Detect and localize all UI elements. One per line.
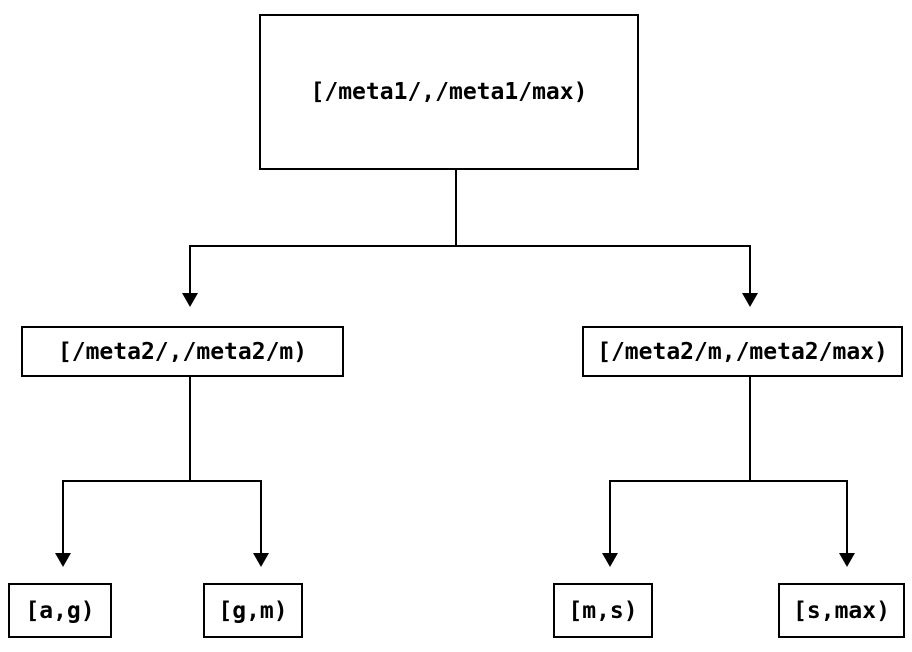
edge-left-left-arrowhead bbox=[55, 553, 71, 567]
edge-root-right-arm bbox=[749, 245, 751, 294]
edge-left-right-arrowhead bbox=[253, 553, 269, 567]
node-leaf-ms: [m,s) bbox=[553, 583, 653, 638]
node-root-range: [/meta1/,/meta1/max) bbox=[259, 14, 639, 170]
edge-left-right-arm bbox=[260, 480, 262, 553]
edge-right-right-arrowhead bbox=[839, 553, 855, 567]
node-left-range: [/meta2/,/meta2/m) bbox=[21, 326, 344, 377]
edge-right-stem bbox=[749, 377, 751, 482]
edge-right-right-arm bbox=[846, 480, 848, 553]
edge-root-left-arm bbox=[189, 245, 191, 294]
node-leaf-gm: [g,m) bbox=[203, 583, 303, 638]
edge-right-bar bbox=[609, 480, 848, 482]
edge-left-bar bbox=[62, 480, 262, 482]
edge-root-right-arrowhead bbox=[742, 293, 758, 307]
node-leaf-ag: [a,g) bbox=[8, 583, 112, 638]
edge-root-stem bbox=[455, 170, 457, 247]
node-right-range: [/meta2/m,/meta2/max) bbox=[582, 326, 903, 377]
edge-root-bar bbox=[189, 245, 751, 247]
edge-left-stem bbox=[189, 377, 191, 482]
node-leaf-smax: [s,max) bbox=[778, 583, 905, 638]
edge-right-left-arrowhead bbox=[602, 553, 618, 567]
edge-root-left-arrowhead bbox=[182, 293, 198, 307]
edge-right-left-arm bbox=[609, 480, 611, 553]
edge-left-left-arm bbox=[62, 480, 64, 553]
